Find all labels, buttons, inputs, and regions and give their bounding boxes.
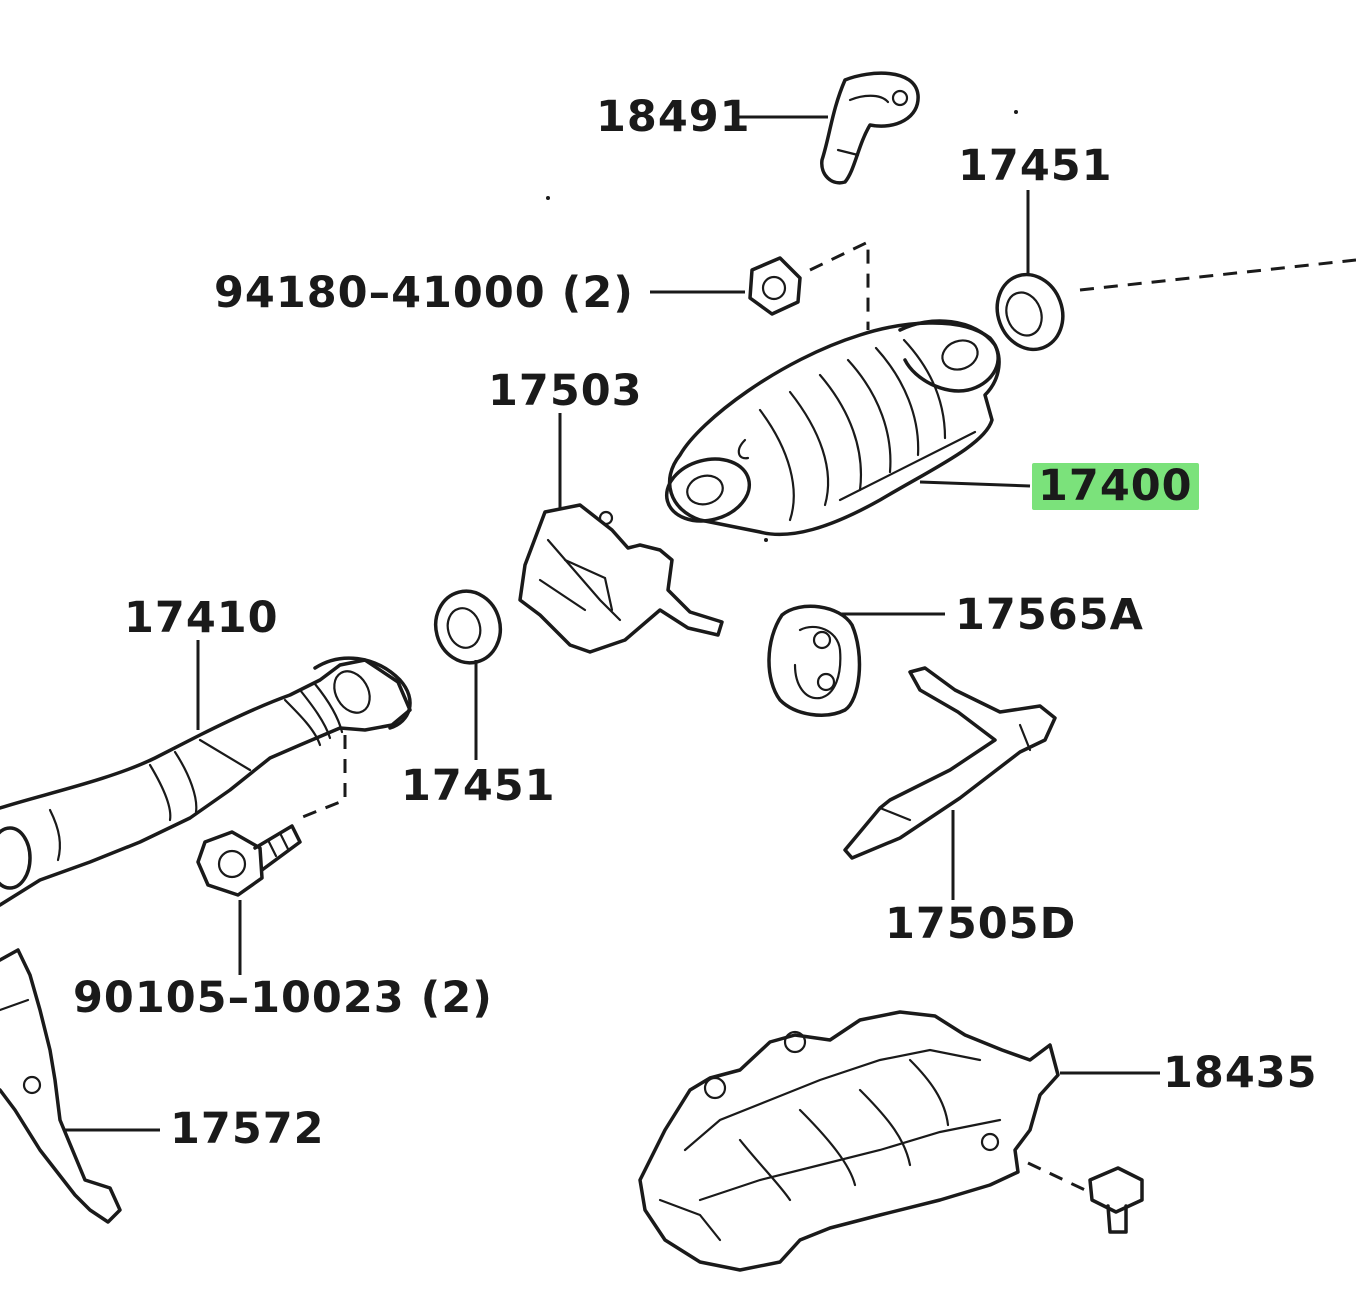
part-label-17451-mid: 17451: [401, 761, 556, 811]
part-label-18435: 18435: [1163, 1048, 1318, 1098]
gasket-icon: [995, 272, 1065, 352]
part-label-94180-41000: 94180–41000 (2): [214, 268, 634, 318]
part-label-90105-10023: 90105–10023 (2): [73, 973, 493, 1023]
support-icon: [767, 604, 862, 717]
part-label-17565a: 17565A: [955, 590, 1144, 640]
part-label-17505d: 17505D: [885, 899, 1077, 949]
part-label-18491: 18491: [596, 92, 751, 142]
diagram-dots: [546, 110, 1018, 542]
catalytic-converter-icon: [664, 319, 1001, 537]
clamp-icon: [820, 71, 920, 185]
gasket-icon: [433, 589, 503, 665]
heat-insulator-icon: [638, 1010, 1060, 1272]
hanger-icon: [843, 666, 1057, 860]
dashed-alignment-lines: [299, 239, 1356, 1192]
support-icon: [0, 948, 122, 1224]
nut-icon: [748, 256, 802, 316]
front-pipe-icon: [0, 656, 412, 907]
part-label-17572: 17572: [170, 1104, 325, 1154]
bolt-icon: [1088, 1166, 1144, 1234]
part-label-17400-highlighted[interactable]: 17400: [1032, 463, 1199, 510]
part-label-17451-top: 17451: [958, 141, 1113, 191]
leader-lines: [65, 115, 1160, 1132]
part-label-17503: 17503: [488, 366, 643, 416]
bracket-icon: [518, 503, 724, 654]
part-label-17410: 17410: [124, 593, 279, 643]
bolt-icon: [196, 824, 302, 897]
